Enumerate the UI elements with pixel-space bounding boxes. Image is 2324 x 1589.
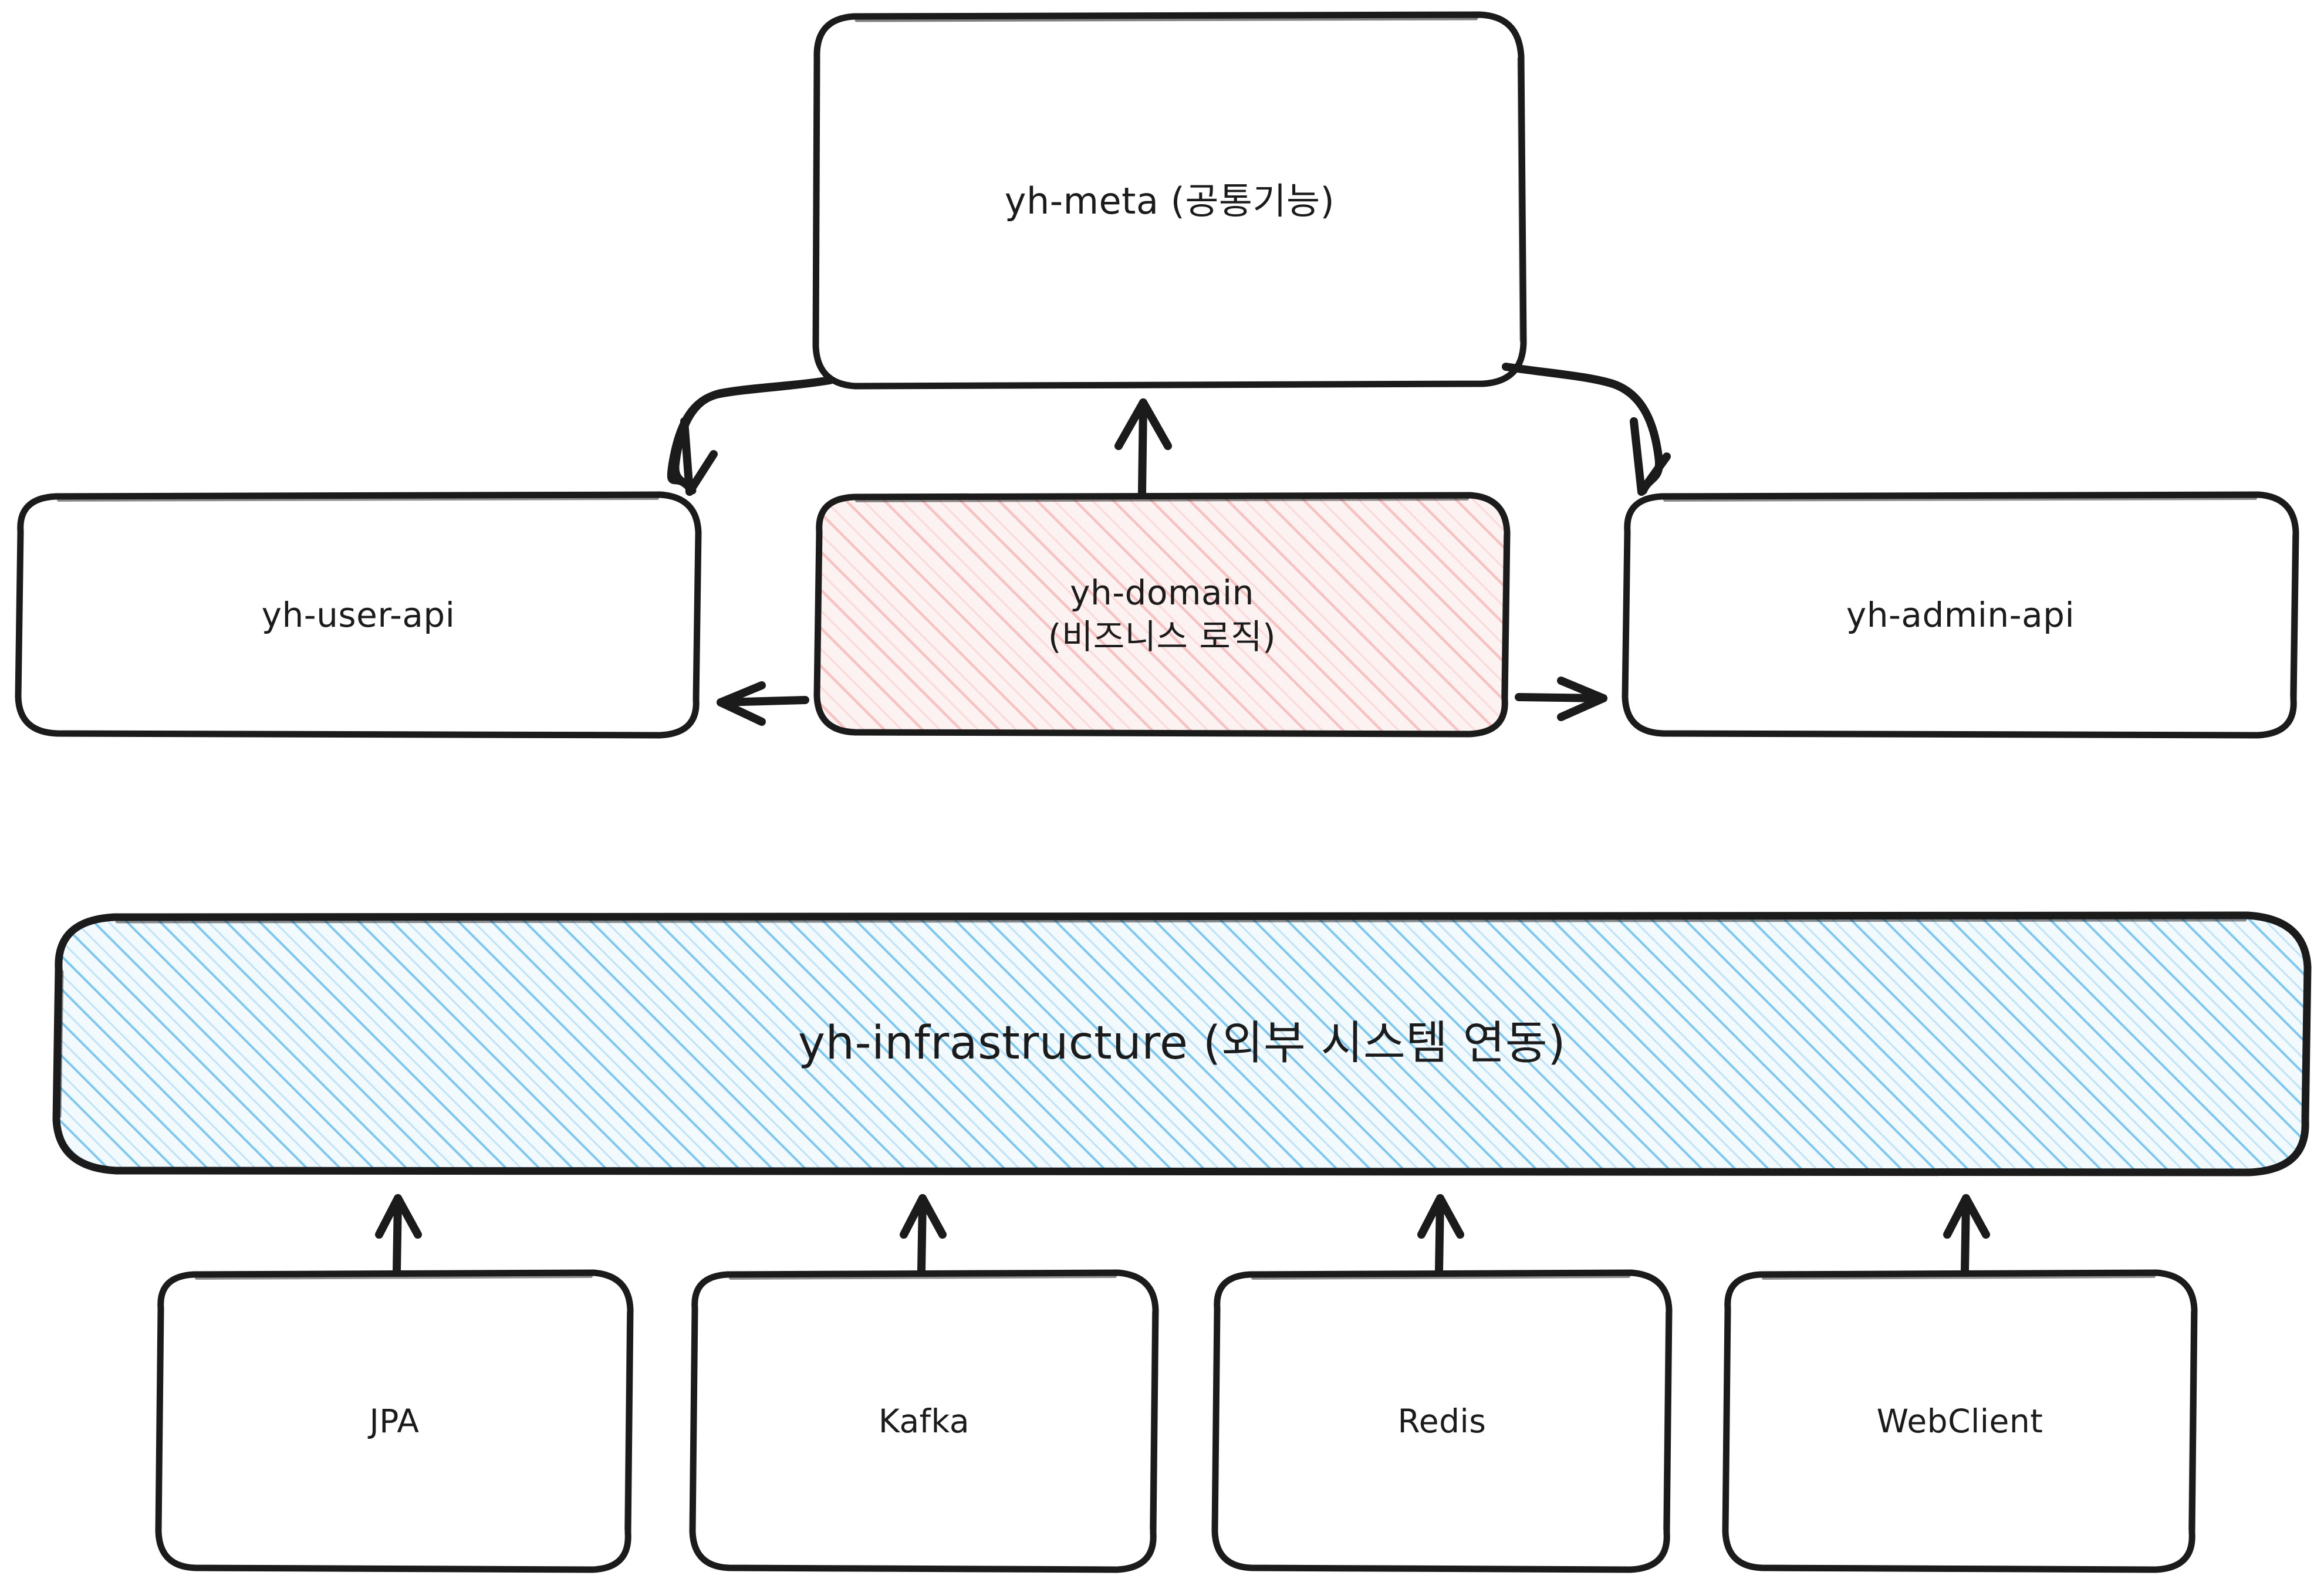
- edge-meta-to-admin-api: [1502, 363, 1671, 496]
- node-yh-user-api[interactable]: [15, 491, 702, 739]
- edge-domain-to-meta: [1114, 398, 1172, 497]
- node-jpa[interactable]: [155, 1269, 634, 1573]
- node-yh-admin-api[interactable]: [1622, 491, 2299, 739]
- node-kafka[interactable]: [689, 1269, 1159, 1573]
- node-yh-infrastructure[interactable]: [52, 911, 2312, 1176]
- node-redis[interactable]: [1211, 1269, 1673, 1573]
- edge-kafka-to-infrastructure: [900, 1194, 947, 1275]
- edge-domain-to-user-api: [717, 681, 809, 726]
- node-yh-meta[interactable]: [812, 11, 1527, 390]
- edge-redis-to-infrastructure: [1417, 1194, 1464, 1275]
- node-yh-domain[interactable]: [813, 492, 1511, 738]
- edge-jpa-to-infrastructure: [375, 1194, 422, 1275]
- edge-domain-to-admin-api: [1515, 677, 1607, 721]
- edge-meta-to-user-api: [667, 376, 834, 496]
- edge-webclient-to-infrastructure: [1943, 1194, 1990, 1275]
- node-webclient[interactable]: [1722, 1269, 2198, 1573]
